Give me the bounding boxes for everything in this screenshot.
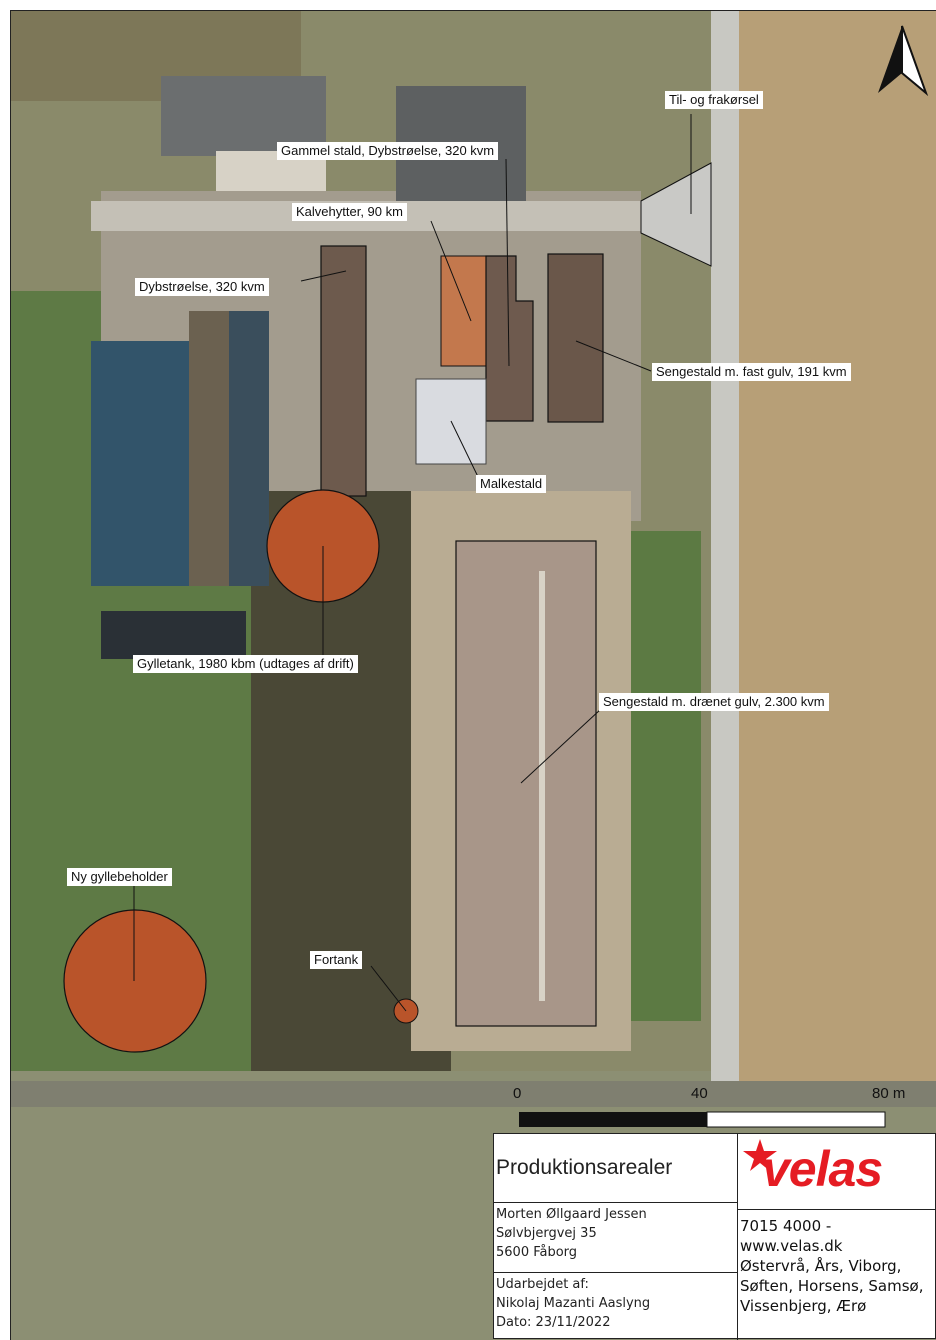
owner-city: 5600 Fåborg [496, 1245, 578, 1260]
label-sengestald-fast: Sengestald m. fast gulv, 191 kvm [652, 363, 851, 381]
building-sengestald-draenet [455, 540, 597, 1027]
scale-tick-0: 0 [513, 1085, 522, 1102]
slurry-lagoon [101, 611, 246, 659]
prepared-cell: Udarbejdet af: Nikolaj Mazanti Aaslyng D… [494, 1273, 738, 1340]
label-ny-gyllebeholder: Ny gyllebeholder [67, 868, 172, 886]
scale-tick-80: 80 m [872, 1085, 906, 1102]
label-kalvehytter: Kalvehytter, 90 km [292, 203, 407, 221]
building-dybstroelse [320, 245, 367, 497]
label-dybstroelse: Dybstrøelse, 320 kvm [135, 278, 269, 296]
aerial-map[interactable]: Til- og frakørsel Gammel stald, Dybstrøe… [10, 10, 936, 1340]
map-title: Produktionsarealer [496, 1156, 673, 1179]
contact-cell: 7015 4000 - www.velas.dk Østervrå, Års, … [738, 1210, 935, 1338]
label-fortank: Fortank [310, 951, 363, 969]
contact-offices-3: Vissenbjerg, Ærø [740, 1297, 867, 1315]
field-east [731, 11, 936, 1091]
prepared-date: Dato: 23/11/2022 [496, 1315, 611, 1330]
label-sengestald-draenet: Sengestald m. drænet gulv, 2.300 kvm [599, 693, 829, 711]
label-gammel-stald: Gammel stald, Dybstrøelse, 320 kvm [277, 142, 499, 160]
silage-pit-3 [229, 311, 269, 586]
contact-offices-2: Søften, Horsens, Samsø, [740, 1277, 924, 1295]
leader-lines [133, 114, 692, 1012]
title-cell: Produktionsarealer [494, 1134, 738, 1203]
silage-pit-1 [91, 341, 191, 586]
label-gylletank: Gylletank, 1980 kbm (udtages af drift) [133, 655, 358, 673]
contact-phone: 7015 4000 - [740, 1217, 832, 1235]
contact-offices-1: Østervrå, Års, Viborg, [740, 1257, 902, 1275]
aerial-imagery [11, 11, 936, 1340]
north-arrow-icon [878, 25, 929, 97]
star-icon [743, 1139, 777, 1171]
label-malkestald: Malkestald [476, 475, 547, 493]
owner-name: Morten Øllgaard Jessen [496, 1207, 647, 1222]
kalvehytter-area [440, 255, 487, 367]
prepared-label: Udarbejdet af: [496, 1277, 589, 1292]
building-sengestald-fast [547, 253, 604, 423]
prepared-by: Nikolaj Mazanti Aaslyng [496, 1296, 651, 1311]
silage-pit-2 [189, 311, 231, 586]
owner-address: Sølvbjergvej 35 [496, 1226, 597, 1241]
velas-logo: velas [762, 1141, 883, 1197]
owner-cell: Morten Øllgaard Jessen Sølvbjergvej 35 5… [494, 1203, 738, 1273]
road-north-south [711, 11, 739, 1091]
scale-bar [519, 1111, 886, 1128]
contact-web: www.velas.dk [740, 1237, 843, 1255]
title-block: Produktionsarealer Morten Øllgaard Jesse… [493, 1133, 936, 1340]
logo-cell: velas [738, 1134, 935, 1210]
ny-gyllebeholder-circle [63, 909, 207, 1053]
scale-tick-40: 40 [691, 1085, 708, 1102]
access-area [640, 162, 712, 267]
road-south [11, 1081, 936, 1107]
label-til-frakorsel: Til- og frakørsel [665, 91, 763, 109]
